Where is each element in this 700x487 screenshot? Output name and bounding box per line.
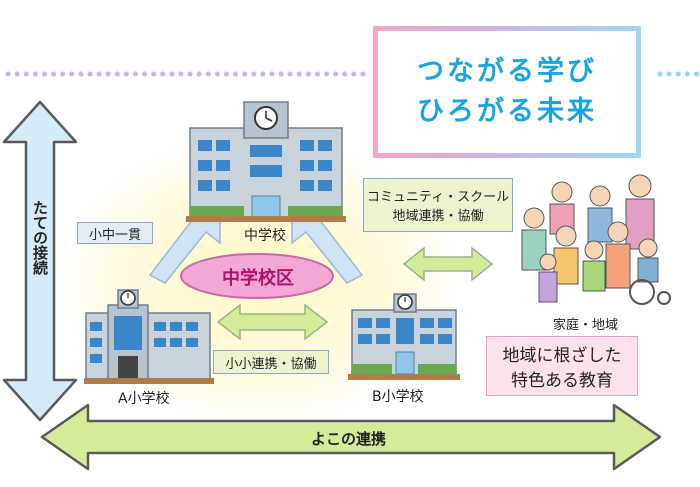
district-ellipse: [180, 253, 334, 299]
local-education-box: 地域に根ざした 特色ある教育: [486, 336, 638, 396]
community-school-tag: コミュニティ・スクール 地域連携・協働: [363, 178, 513, 232]
headline-box: つながる学び ひろがる未来: [373, 26, 641, 158]
community-school-line1: コミュニティ・スクール: [366, 190, 510, 205]
elementary-collaboration-tag: 小小連携・協働: [213, 350, 329, 374]
link-arrow-community: [402, 246, 494, 282]
community-school-line2: 地域連携・協働: [392, 209, 484, 224]
local-education-line2: 特色ある教育: [511, 371, 613, 391]
district-label: 中学校区: [222, 268, 294, 289]
vertical-arrow: [2, 100, 78, 422]
headline-line2: ひろがる未来: [417, 96, 597, 127]
link-arrow-a-b: [216, 303, 329, 341]
elementary-a-label: A小学校: [118, 391, 170, 407]
elementary-b-label: B小学校: [372, 389, 424, 405]
wheelchair-icon: [629, 238, 671, 305]
school-building-icon: [84, 289, 214, 384]
vertical-connection-label: たての接続: [31, 200, 49, 275]
integrated-education-tag: 小中一貫: [77, 222, 153, 244]
clock-icon: [120, 290, 136, 306]
headline-line1: つながる学び: [417, 56, 597, 87]
horizontal-arrow: [40, 403, 662, 471]
school-building-icon: [348, 293, 460, 380]
horizontal-collaboration-label: よこの連携: [311, 430, 387, 448]
clock-icon: [254, 106, 278, 130]
people-group-icon: [521, 174, 655, 303]
school-building-icon: [186, 101, 346, 222]
community-label: 家庭・地域: [553, 318, 619, 333]
local-education-line1: 地域に根ざした: [502, 346, 622, 366]
clock-icon: [397, 294, 413, 310]
junior-high-label: 中学校: [244, 228, 286, 244]
